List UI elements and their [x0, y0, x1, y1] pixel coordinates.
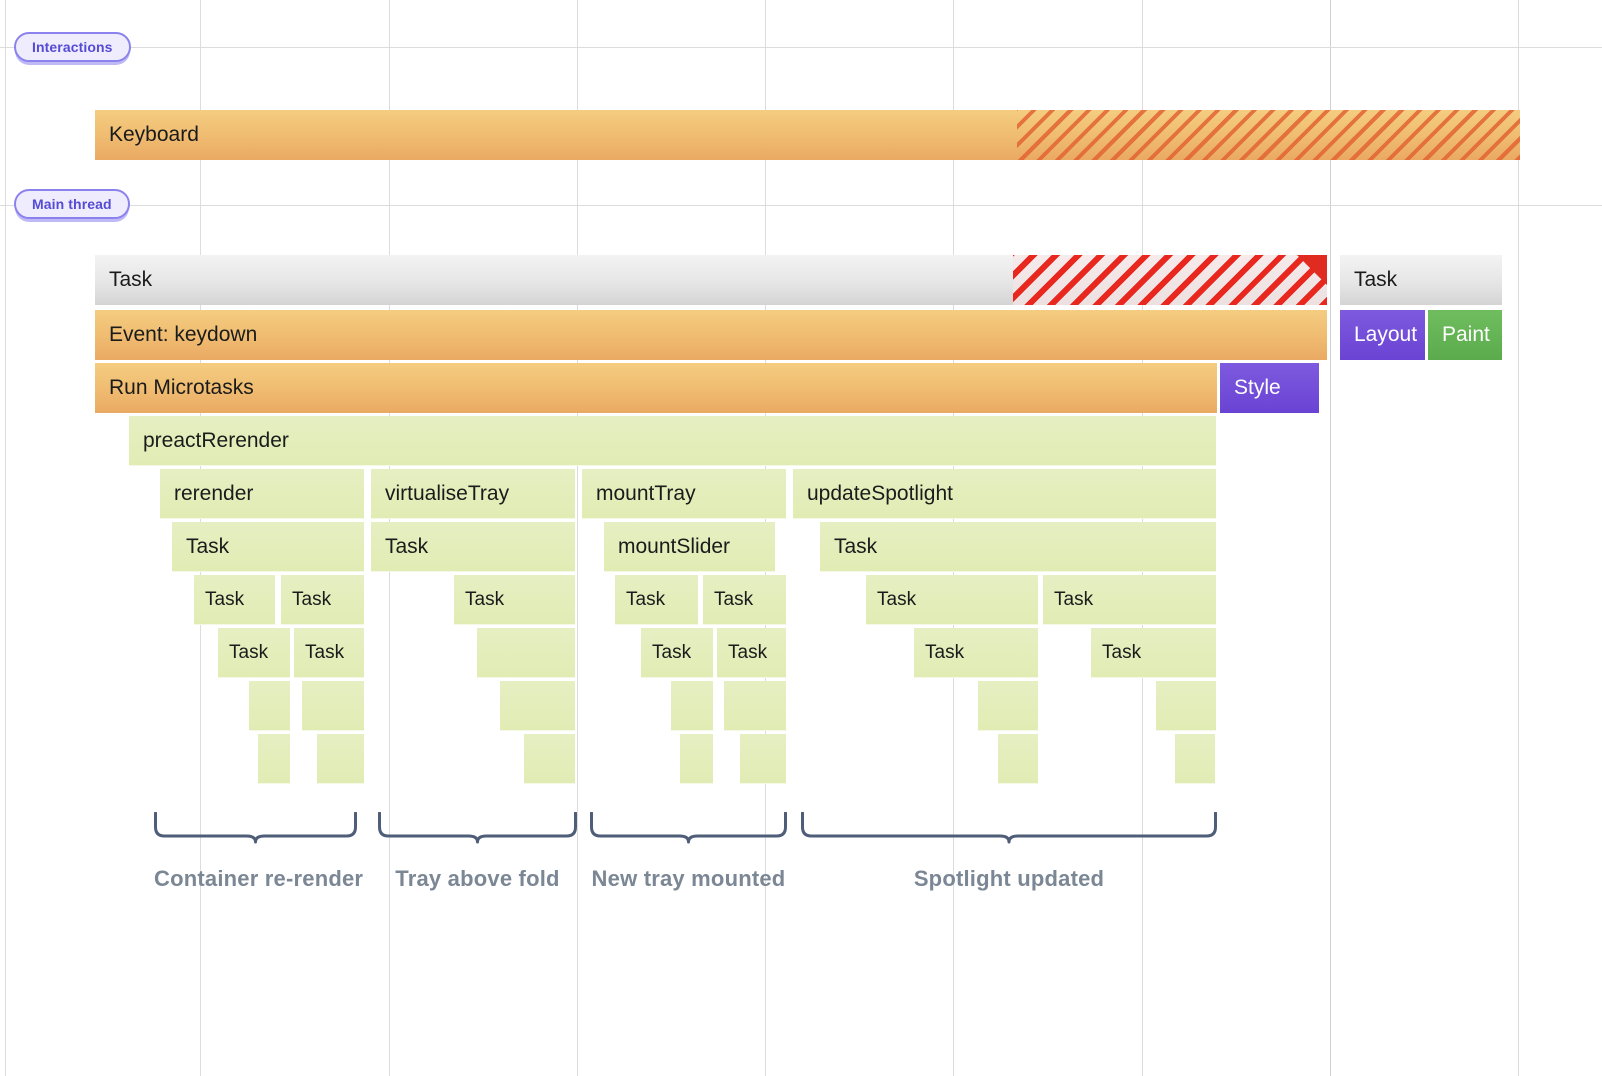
task-bar-r7g[interactable]: Task: [1091, 628, 1217, 678]
task-bar-r6a[interactable]: Task: [194, 575, 276, 625]
gridline-8: [1518, 0, 1519, 1076]
bar-label: Task: [229, 641, 269, 663]
gridline-7: [1330, 0, 1331, 1076]
track-label-main-thread[interactable]: Main thread: [14, 189, 130, 219]
keyboard-interaction-bar-orange-hatch-overlay: [1017, 110, 1520, 160]
bar-label: mountSlider: [618, 534, 731, 558]
bar-label: Task: [385, 534, 429, 558]
annotation-tray-above-fold-label: Tray above fold: [395, 866, 560, 891]
task-bar-r6f[interactable]: Task: [866, 575, 1039, 625]
annotation-new-tray-mounted-brace: [590, 812, 787, 844]
task-bar-r6b[interactable]: Task: [281, 575, 365, 625]
task-bar-r9c[interactable]: [524, 734, 576, 784]
bar-label: Task: [626, 588, 666, 610]
task-bar-r6e[interactable]: Task: [703, 575, 787, 625]
task-bar-r8e[interactable]: [724, 681, 787, 731]
bar-label: Run Microtasks: [109, 376, 254, 399]
task-bar-r9g[interactable]: [1175, 734, 1216, 784]
task-bar-r5c[interactable]: Task: [820, 522, 1217, 572]
mount-tray-bar[interactable]: mountTray: [582, 469, 787, 519]
bar-label: Paint: [1442, 323, 1490, 346]
bar-label: updateSpotlight: [807, 481, 953, 505]
task-bar-r6c[interactable]: Task: [454, 575, 576, 625]
task-bar-trailing[interactable]: Task: [1340, 255, 1502, 305]
warning-triangle-icon: [1297, 255, 1327, 285]
bar-label: Task: [728, 641, 768, 663]
bar-label: rerender: [174, 481, 254, 505]
task-bar-r7d[interactable]: Task: [641, 628, 714, 678]
task-bar-r8d[interactable]: [671, 681, 714, 731]
bar-label: Task: [1054, 588, 1094, 610]
paint-bar[interactable]: Paint: [1428, 310, 1502, 360]
bar-label: Style: [1234, 376, 1281, 399]
bar-label: Task: [834, 534, 878, 558]
track-label-text: Main thread: [32, 196, 112, 212]
update-spotlight-bar[interactable]: updateSpotlight: [793, 469, 1217, 519]
task-bar-r7a[interactable]: Task: [218, 628, 291, 678]
bar-label: Task: [877, 588, 917, 610]
task-bar-r8c[interactable]: [500, 681, 576, 731]
task-bar-r5b[interactable]: Task: [371, 522, 576, 572]
task-bar-r9d[interactable]: [680, 734, 714, 784]
task-bar-r8f[interactable]: [978, 681, 1039, 731]
bar-label: Task: [1354, 268, 1398, 291]
task-bar-main-red-hatch-overlay: [1013, 255, 1327, 305]
bar-label: Keyboard: [109, 123, 199, 146]
annotation-container-re-render-brace: [154, 812, 357, 844]
brace-shape: [378, 812, 577, 844]
track-rule-main-thread: [0, 205, 1602, 206]
bar-label: Task: [1102, 641, 1142, 663]
task-bar-r7f[interactable]: Task: [914, 628, 1039, 678]
annotation-spotlight-updated-label: Spotlight updated: [913, 866, 1105, 891]
task-bar-r9b[interactable]: [317, 734, 365, 784]
run-microtasks-bar[interactable]: Run Microtasks: [95, 363, 1217, 413]
task-bar-r7b[interactable]: Task: [294, 628, 365, 678]
bar-label: Task: [465, 588, 505, 610]
brace-shape: [590, 812, 787, 844]
event-keydown-bar[interactable]: Event: keydown: [95, 310, 1327, 360]
task-bar-r9a[interactable]: [258, 734, 291, 784]
annotation-new-tray-mounted-label: New tray mounted: [591, 866, 786, 891]
mount-slider-bar[interactable]: mountSlider: [604, 522, 776, 572]
annotation-container-re-render-label: Container re-render: [154, 866, 364, 891]
bar-label: Task: [652, 641, 692, 663]
gridline-3: [577, 0, 578, 1076]
preact-rerender-bar[interactable]: preactRerender: [129, 416, 1217, 466]
task-bar-r8g[interactable]: [1156, 681, 1217, 731]
bar-label: virtualiseTray: [385, 481, 510, 505]
bar-label: Task: [925, 641, 965, 663]
task-bar-r6g[interactable]: Task: [1043, 575, 1217, 625]
virtualise-tray-bar[interactable]: virtualiseTray: [371, 469, 576, 519]
annotation-tray-above-fold-brace: [378, 812, 577, 844]
task-bar-r8b[interactable]: [302, 681, 365, 731]
task-bar-r9e[interactable]: [740, 734, 787, 784]
bar-label: Task: [714, 588, 754, 610]
bar-label: Event: keydown: [109, 323, 258, 346]
bar-label: Task: [205, 588, 245, 610]
brace-shape: [801, 812, 1217, 844]
task-bar-r8a[interactable]: [249, 681, 291, 731]
layout-bar[interactable]: Layout: [1340, 310, 1425, 360]
rerender-bar[interactable]: rerender: [160, 469, 365, 519]
task-bar-r7e[interactable]: Task: [717, 628, 787, 678]
brace-shape: [154, 812, 357, 844]
task-bar-r5a[interactable]: Task: [172, 522, 365, 572]
task-bar-r6d[interactable]: Task: [615, 575, 699, 625]
track-rule-interactions: [0, 47, 1602, 48]
track-label-text: Interactions: [32, 39, 113, 55]
gridline-0: [5, 0, 6, 1076]
task-bar-r9f[interactable]: [998, 734, 1039, 784]
bar-label: Task: [109, 268, 153, 291]
bar-label: Task: [186, 534, 230, 558]
track-label-interactions[interactable]: Interactions: [14, 32, 131, 62]
style-bar[interactable]: Style: [1220, 363, 1319, 413]
bar-label: Task: [292, 588, 332, 610]
bar-label: Task: [305, 641, 345, 663]
annotation-spotlight-updated-brace: [801, 812, 1217, 844]
bar-label: mountTray: [596, 481, 696, 505]
bar-label: preactRerender: [143, 428, 289, 452]
bar-label: Layout: [1354, 323, 1418, 346]
task-bar-r7c[interactable]: [477, 628, 576, 678]
